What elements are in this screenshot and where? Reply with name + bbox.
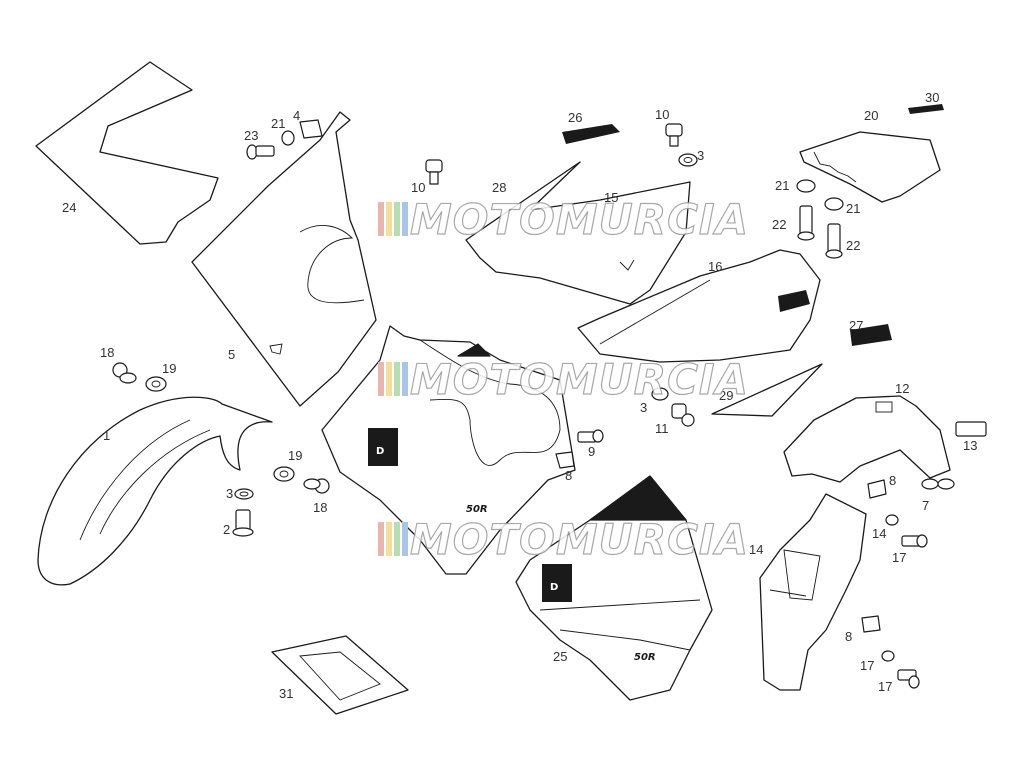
part-12-reflector <box>955 421 987 437</box>
part-19-grommet-top <box>145 376 167 392</box>
callout-17-a: 17 <box>892 550 906 565</box>
callout-10-top: 10 <box>655 107 669 122</box>
part-3-washer-left <box>234 488 254 500</box>
part-7-washer-a <box>921 478 939 490</box>
callout-10-mid: 10 <box>411 180 425 195</box>
watermark-mid: MOTOMURCIA <box>378 354 749 405</box>
callout-3-left: 3 <box>226 486 233 501</box>
watermark-bottom: MOTOMURCIA <box>378 514 749 565</box>
callout-11: 12 <box>895 381 909 396</box>
callout-22-a: 22 <box>772 217 786 232</box>
callout-8-right: 8 <box>889 473 896 488</box>
callout-10-lower: 11 <box>655 421 669 436</box>
callout-13: 14 <box>749 542 763 557</box>
watermark-text-mid: MOTOMURCIA <box>410 355 749 404</box>
callout-21-right-a: 21 <box>775 178 789 193</box>
part-11-rear-bracket <box>783 395 951 483</box>
part-8-clip-lower <box>861 615 881 633</box>
part-17-screw-a <box>901 534 928 548</box>
part-10-bolt-lower <box>671 403 695 427</box>
part-9-screw <box>577 429 604 443</box>
callout-3-mid: 3 <box>640 400 647 415</box>
callout-29: 29 <box>719 388 733 403</box>
part-17-screw-b <box>897 669 920 689</box>
callout-21-top: 21 <box>271 116 285 131</box>
callout-8-lower: 8 <box>845 629 852 644</box>
part-2-bolt <box>232 509 254 537</box>
part-25-lower-fairing: D 50R <box>515 475 713 701</box>
part-18-fastener-top <box>112 362 137 384</box>
callout-14-a: 14 <box>872 526 886 541</box>
callout-20: 20 <box>864 108 878 123</box>
part-22-screw-b <box>825 223 843 259</box>
part-1-front-mudguard <box>37 396 273 586</box>
part-24-side-panel <box>35 61 219 245</box>
part-14-washer-a <box>885 514 899 526</box>
part-26-decal <box>562 124 620 144</box>
part-8-clip-mid <box>555 451 575 469</box>
part-27-decal <box>850 324 892 346</box>
callout-18-bottom: 18 <box>313 500 327 515</box>
part-10-bolt-mid <box>425 159 443 185</box>
callout-14-b: 17 <box>860 658 874 673</box>
part-31-decal-sheet <box>271 635 409 715</box>
callout-2: 2 <box>223 522 230 537</box>
callout-18-top: 18 <box>100 345 114 360</box>
part-14-washer-b <box>881 650 895 662</box>
part-21-grommet-right-b <box>824 197 844 211</box>
part-20-tail-cap <box>799 131 941 203</box>
watermark-text-top: MOTOMURCIA <box>410 195 749 244</box>
watermark-top: MOTOMURCIA <box>378 194 749 245</box>
callout-31: 31 <box>279 686 293 701</box>
callout-15: 15 <box>604 190 618 205</box>
model-mark-50r-lower: 50R <box>634 652 656 663</box>
callout-22-b: 22 <box>846 238 860 253</box>
callout-3-top: 3 <box>697 148 704 163</box>
badge-d-letter: D <box>376 446 384 457</box>
callout-labels: 24 23 21 4 5 18 19 1 19 18 3 2 10 28 26 … <box>62 90 977 701</box>
callout-1: 1 <box>103 428 110 443</box>
part-30-decal <box>908 104 944 114</box>
callout-26: 26 <box>568 110 582 125</box>
callout-19-top: 19 <box>162 361 176 376</box>
part-4-clip <box>299 119 323 139</box>
part-8-clip-right <box>867 479 887 499</box>
callout-19-bottom: 19 <box>288 448 302 463</box>
callout-30: 30 <box>925 90 939 105</box>
part-10-bolt-upper <box>665 123 683 147</box>
callout-21-right-b: 21 <box>846 201 860 216</box>
part-28-15-tank-cover <box>465 161 691 305</box>
callout-4: 4 <box>293 108 300 123</box>
callout-24: 24 <box>62 200 76 215</box>
part-5-fairing-frame <box>191 111 377 407</box>
part-16-side-cover <box>577 249 821 363</box>
part-6-side-fairing: D 50R <box>321 325 576 575</box>
callout-25: 25 <box>553 649 567 664</box>
part-19-grommet-bottom <box>273 466 295 482</box>
callout-16: 16 <box>708 259 722 274</box>
callout-27: 27 <box>849 318 863 333</box>
part-23-screw <box>246 144 275 160</box>
part-22-screw-a <box>797 205 815 241</box>
part-18-fastener-bottom <box>303 478 330 494</box>
callout-12: 13 <box>963 438 977 453</box>
callout-7: 7 <box>922 498 929 513</box>
watermark-text-bottom: MOTOMURCIA <box>410 515 749 564</box>
part-21-grommet-right-a <box>796 179 816 193</box>
part-7-washer-b <box>937 478 955 490</box>
part-3-washer-upper <box>678 153 698 167</box>
part-3-washer-mid <box>651 387 669 401</box>
badge-d-letter-lower: D <box>550 582 558 593</box>
callout-17-b: 17 <box>878 679 892 694</box>
part-29-decal-triangle <box>711 363 823 417</box>
callout-23: 23 <box>244 128 258 143</box>
callout-9: 9 <box>588 444 595 459</box>
part-13-rear-hugger <box>759 493 867 691</box>
part-21-washer-top <box>281 130 295 146</box>
callout-5: 5 <box>228 347 235 362</box>
callout-8-mid: 8 <box>565 468 572 483</box>
callout-28: 28 <box>492 180 506 195</box>
model-mark-50r: 50R <box>466 504 488 515</box>
